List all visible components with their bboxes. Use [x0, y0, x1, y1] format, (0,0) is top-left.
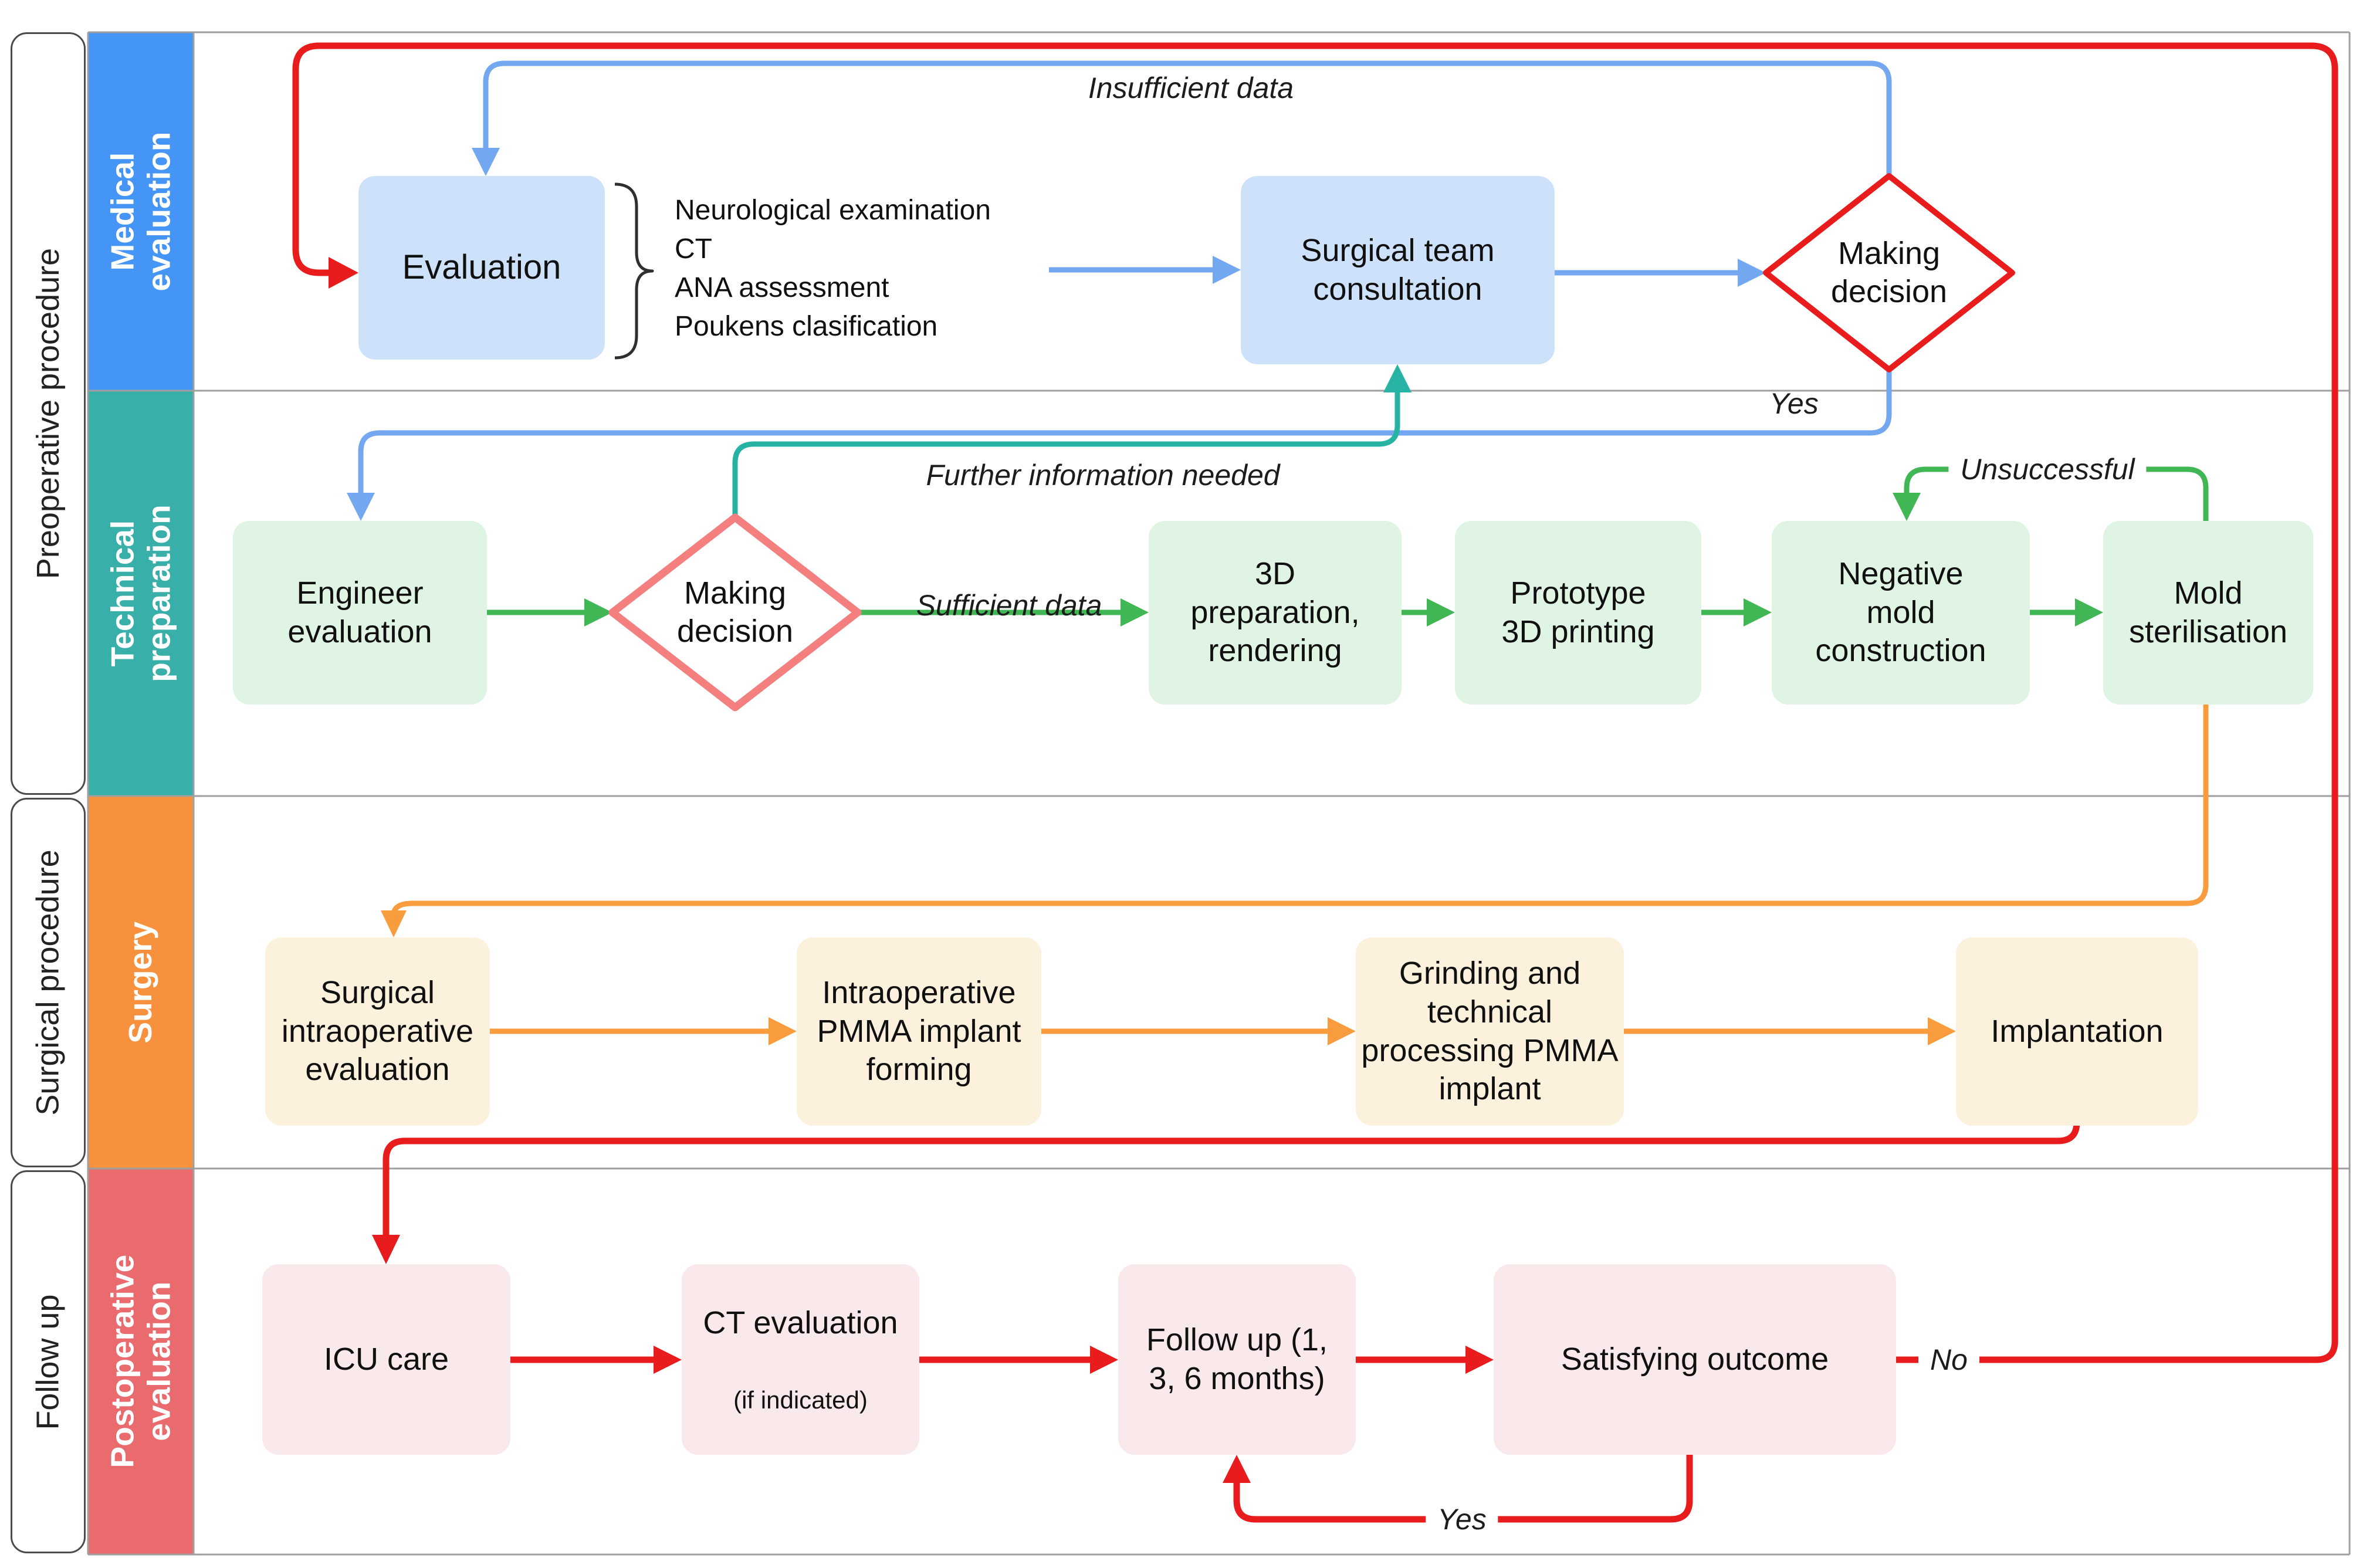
arrowhead-into-consultation	[1213, 256, 1241, 284]
node-grinding-processing-label: Grinding and technical processing PMMA i…	[1361, 955, 1619, 1107]
node-3d-preparation-label: 3D preparation, rendering	[1190, 556, 1360, 669]
note-item: Poukens clasification	[675, 311, 938, 342]
arrowhead-into-grinding	[1328, 1017, 1356, 1045]
node-ct-evaluation-label: CT evaluation	[703, 1305, 898, 1340]
arrowhead-into-surgical-evaluation	[381, 910, 407, 937]
arrowhead-into-mold-sterilisation	[2075, 598, 2103, 626]
node-ct-evaluation-text: CT evaluation (if indicated)	[703, 1265, 898, 1454]
arrowhead-unsuccessful-into-negative-mold	[1893, 493, 1921, 521]
node-followup-months-label: Follow up (1, 3, 6 months)	[1146, 1322, 1328, 1396]
note-item: Neurological examination	[675, 195, 991, 226]
edge-label-further-information: Further information needed	[926, 459, 1280, 492]
arrowhead-into-consultation-bottom	[1383, 364, 1412, 392]
node-icu-care: ICU care	[262, 1264, 510, 1455]
node-followup-months: Follow up (1, 3, 6 months)	[1118, 1264, 1356, 1455]
arrowhead-into-prep3d	[1121, 598, 1149, 626]
arrowhead-into-decision-medical	[1738, 259, 1766, 287]
edge-insufficient-data	[483, 60, 1892, 176]
node-prototype-printing-label: Prototype 3D printing	[1501, 575, 1655, 649]
arrowhead-yes-into-followup-bottom	[1223, 1455, 1251, 1483]
group-surgical-procedure: Surgical procedure	[11, 798, 86, 1167]
node-ct-evaluation-sub: (if indicated)	[733, 1386, 868, 1414]
arrowhead-into-prototype	[1427, 598, 1455, 626]
node-decision-technical-label: Making decision	[676, 575, 794, 649]
node-prototype-printing: Prototype 3D printing	[1455, 521, 1701, 705]
node-3d-preparation: 3D preparation, rendering	[1149, 521, 1402, 705]
edge-label-sufficient-data: Sufficient data	[916, 589, 1102, 622]
node-decision-medical-label: Making decision	[1830, 236, 1948, 309]
edge-label-unsuccessful: Unsuccessful	[1948, 452, 2147, 486]
note-item: ANA assessment	[675, 272, 889, 303]
node-surgical-team-consultation: Surgical team consultation	[1241, 176, 1555, 364]
lane-surgery: Surgery	[88, 796, 194, 1169]
arrowhead-insufficient-into-evaluation-top	[472, 148, 500, 176]
node-mold-sterilisation: Mold sterilisation	[2103, 521, 2313, 705]
note-item: CT	[675, 233, 712, 265]
arrowhead-into-pmma-forming	[769, 1017, 797, 1045]
group-preoperative-procedure: Preoperative procedure	[11, 32, 86, 795]
group-follow-up: Follow up	[11, 1170, 86, 1553]
arrowhead-into-engineer	[347, 493, 375, 521]
decision-medical-diamond	[1763, 173, 2015, 372]
node-surgical-team-consultation-label: Surgical team consultation	[1301, 232, 1495, 307]
edge-no-return-loop	[292, 42, 2338, 1363]
node-satisfying-outcome-label: Satisfying outcome	[1561, 1341, 1829, 1377]
lane-medical-evaluation: Medical evaluation	[88, 32, 194, 391]
edge-implantation-to-icu	[383, 1119, 2080, 1237]
edge-label-insufficient-data: Insufficient data	[1088, 72, 1294, 104]
node-engineer-evaluation: Engineer evaluation	[233, 521, 487, 705]
edge-label-no: No	[1918, 1343, 1979, 1377]
node-satisfying-outcome: Satisfying outcome	[1494, 1264, 1896, 1455]
node-negative-mold: Negative mold construction	[1772, 521, 2030, 705]
node-surgical-intraoperative-evaluation: Surgical intraoperative evaluation	[265, 937, 490, 1126]
arrowhead-into-evaluation	[329, 257, 358, 289]
edge-label-yes-bottom: Yes	[1426, 1502, 1498, 1536]
lane-postoperative-evaluation: Postoperative evaluation	[88, 1169, 194, 1555]
arrowhead-into-ct-evaluation	[654, 1346, 682, 1374]
node-negative-mold-label: Negative mold construction	[1815, 556, 1986, 669]
node-evaluation: Evaluation	[358, 176, 605, 360]
node-pmma-forming-label: Intraoperative PMMA implant forming	[817, 974, 1021, 1088]
arrowhead-into-negative-mold	[1744, 598, 1772, 626]
node-ct-evaluation: CT evaluation (if indicated)	[682, 1264, 919, 1455]
edge-label-yes-top: Yes	[1769, 387, 1819, 420]
node-mold-sterilisation-label: Mold sterilisation	[2128, 575, 2288, 649]
node-surgical-intraoperative-evaluation-label: Surgical intraoperative evaluation	[281, 974, 474, 1088]
arrowhead-into-decision-technical	[584, 598, 612, 626]
edge-further-information	[732, 392, 1400, 517]
decision-technical-diamond	[608, 513, 862, 712]
evaluation-notes: Neurological examination CT ANA assessme…	[675, 191, 991, 346]
arrowhead-into-followup	[1090, 1346, 1118, 1374]
arrowhead-into-outcome	[1465, 1346, 1494, 1374]
edge-yes-to-engineer	[358, 370, 1892, 495]
node-icu-care-label: ICU care	[323, 1341, 449, 1377]
arrowhead-into-icu	[372, 1235, 400, 1264]
node-implantation-label: Implantation	[1991, 1013, 2164, 1049]
node-grinding-processing: Grinding and technical processing PMMA i…	[1356, 937, 1624, 1126]
evaluation-brace	[614, 182, 654, 360]
node-evaluation-label: Evaluation	[402, 248, 561, 287]
node-implantation: Implantation	[1956, 937, 2198, 1126]
node-pmma-forming: Intraoperative PMMA implant forming	[797, 937, 1041, 1126]
node-engineer-evaluation-label: Engineer evaluation	[287, 575, 432, 649]
lane-technical-preparation: Technical preparation	[88, 391, 194, 796]
edge-sterilisation-to-surgery	[391, 705, 2209, 918]
arrowhead-into-implantation	[1928, 1017, 1956, 1045]
